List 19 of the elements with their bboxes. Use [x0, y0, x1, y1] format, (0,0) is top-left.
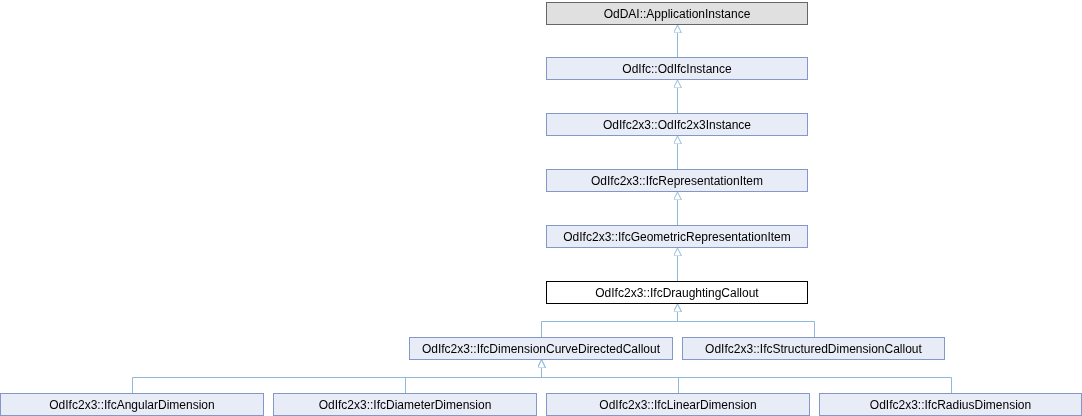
class-box: OdIfc2x3::IfcAngularDimension [0, 393, 264, 416]
inheritance-arrow [537, 359, 952, 394]
class-box: OdIfc2x3::IfcRadiusDimension [819, 393, 1082, 416]
inheritance-arrow [673, 79, 682, 114]
class-box: OdIfc2x3::IfcDraughtingCallout [546, 281, 808, 304]
class-box: OdIfc2x3::IfcLinearDimension [546, 393, 810, 416]
class-box: OdIfc2x3::IfcRepresentationItem [546, 169, 808, 192]
class-box: OdIfc2x3::IfcDiameterDimension [273, 393, 537, 416]
class-box: OdIfc2x3::IfcGeometricRepresentationItem [546, 225, 808, 248]
class-box: OdIfc2x3::OdIfc2x3Instance [546, 113, 808, 136]
inheritance-arrow [673, 303, 815, 338]
class-box: OdIfc2x3::IfcStructuredDimensionCallout [682, 337, 945, 360]
inheritance-arrow [673, 247, 682, 282]
inheritance-arrow [673, 191, 682, 226]
class-box: OdIfc::OdIfcInstance [546, 57, 808, 80]
inheritance-arrow [673, 24, 682, 58]
inheritance-arrow [673, 135, 682, 170]
class-box: OdDAI::ApplicationInstance [546, 2, 808, 25]
class-box: OdIfc2x3::IfcDimensionCurveDirectedCallout [409, 337, 673, 360]
